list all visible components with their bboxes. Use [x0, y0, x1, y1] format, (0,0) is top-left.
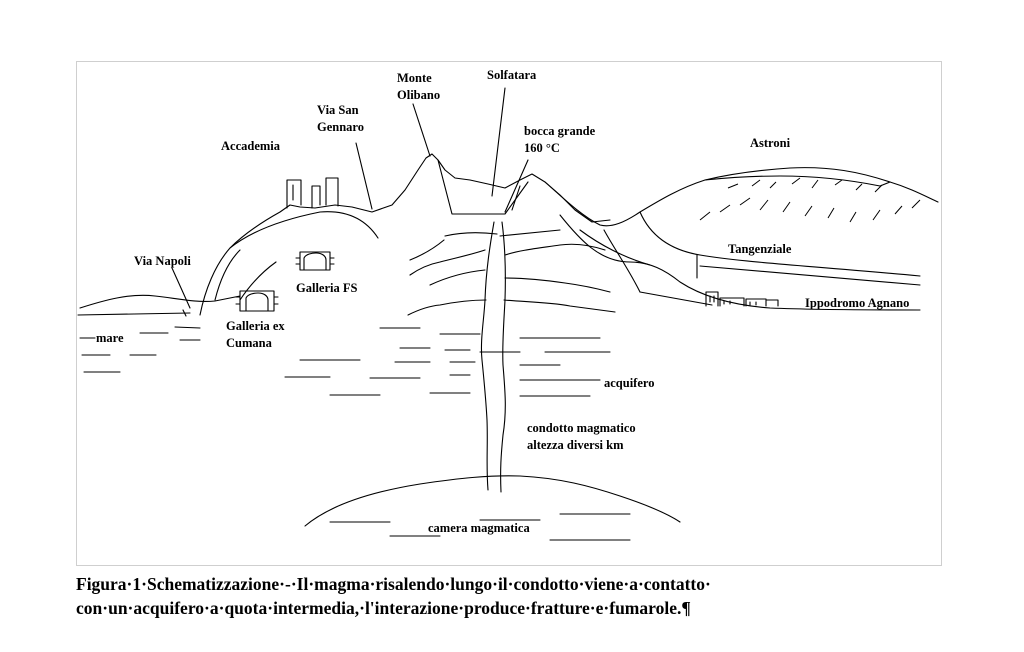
solfatara-pointer [491, 87, 506, 197]
solfatara-crater [437, 159, 529, 215]
accademia-building-4 [325, 177, 339, 207]
label-camera: camera magmatica [428, 521, 530, 535]
label-via-napoli: Via Napoli [134, 254, 191, 268]
label-mare: mare [96, 331, 124, 345]
cumana-hill-inner [214, 249, 241, 301]
magma-conduit-left [480, 221, 495, 491]
label-olibano: Olibano [397, 88, 440, 102]
astroni-texture [699, 177, 921, 223]
label-ippodromo: Ippodromo Agnano [805, 296, 909, 310]
magma-conduit-right [500, 221, 506, 493]
figure-caption: Figura·1·Schematizzazione·-·Il·magma·ris… [76, 572, 976, 620]
galleria-fs-tunnel [299, 251, 331, 271]
monte-olibano-pointer [412, 103, 431, 157]
diagram-frame [76, 61, 942, 566]
caption-line-1: Figura·1·Schematizzazione·-·Il·magma·ris… [76, 574, 711, 594]
bocca-grande-pointer [504, 159, 529, 213]
via-san-gennaro-pointer [355, 142, 373, 210]
solfatara-east-slope [544, 167, 939, 227]
label-bocca-grande: bocca grande [524, 124, 596, 138]
fracture-branches [407, 229, 616, 316]
label-galleria-ex: Galleria ex [226, 319, 285, 333]
accademia-hill [229, 211, 379, 249]
label-via-san: Via San [317, 103, 359, 117]
label-galleria-fs: Galleria FS [296, 281, 357, 295]
cumana-slope [239, 261, 277, 301]
label-tangenziale: Tangenziale [728, 242, 792, 256]
label-condotto: condotto magmatico [527, 421, 636, 435]
label-astroni: Astroni [750, 136, 791, 150]
label-160c: 160 °C [524, 141, 560, 155]
chamber-dashes [329, 513, 631, 541]
left-coast-hill [79, 294, 241, 309]
label-gennaro: Gennaro [317, 120, 364, 134]
astroni-crater-rim [704, 175, 891, 187]
sea-surface-line [77, 312, 191, 316]
accademia-building-1 [286, 179, 302, 209]
label-cumana: Cumana [226, 336, 273, 350]
accademia-building-3 [311, 185, 321, 209]
ground-profile [199, 153, 611, 316]
via-napoli-pointer [171, 267, 191, 309]
magma-chamber [304, 475, 681, 527]
sea-dashes [79, 332, 201, 373]
label-solfatara: Solfatara [487, 68, 537, 82]
ippodromo-buildings [705, 291, 779, 307]
galleria-cumana-tunnel [239, 290, 275, 312]
label-altezza: altezza diversi km [527, 438, 624, 452]
fracture-to-agnano [559, 214, 921, 311]
label-monte: Monte [397, 71, 432, 85]
label-acquifero: acquifero [604, 376, 654, 390]
label-accademia: Accademia [221, 139, 281, 153]
caption-line-2: con·un·acquifero·a·quota·intermedia,·l'i… [76, 598, 691, 618]
acquifero-lines [284, 327, 611, 397]
